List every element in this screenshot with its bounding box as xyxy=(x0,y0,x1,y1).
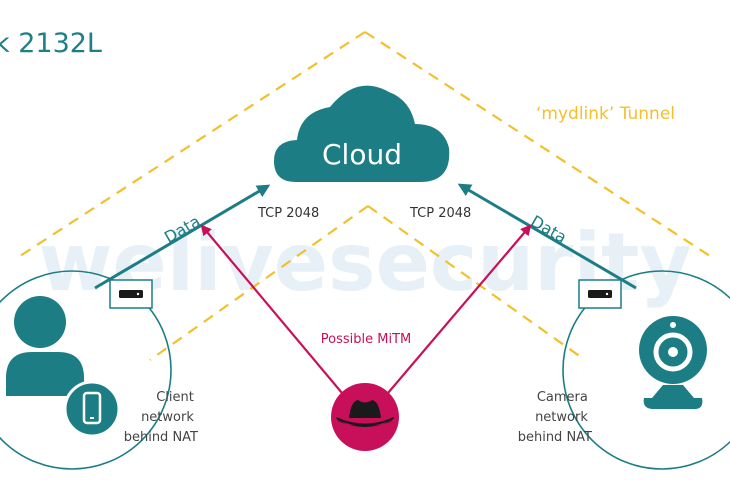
left-router xyxy=(109,279,153,309)
webcam-ring xyxy=(653,332,693,372)
right-data-arrow xyxy=(457,183,637,290)
user-body xyxy=(6,352,84,396)
client-network xyxy=(0,270,172,470)
camera-label-line: behind NAT xyxy=(518,430,592,445)
router-led xyxy=(136,292,140,296)
phone-icon xyxy=(82,391,102,425)
diagram-title: k 2132L xyxy=(0,28,102,59)
router-icon xyxy=(119,290,143,298)
camera-network-circle xyxy=(562,270,730,470)
user-icon xyxy=(6,296,84,396)
phone-badge xyxy=(63,380,121,438)
client-label-line: behind NAT xyxy=(124,430,198,445)
user-head xyxy=(14,296,66,348)
tunnel-outer-right xyxy=(364,31,711,257)
hacker xyxy=(331,383,399,451)
camera-network xyxy=(562,270,730,470)
camera-label-line: network xyxy=(535,410,588,425)
client-label-line: network xyxy=(141,410,194,425)
right-port-label: TCP 2048 xyxy=(409,206,471,221)
cloud-icon xyxy=(274,85,450,182)
client-network-circle xyxy=(0,270,172,470)
webcam-icon xyxy=(639,316,707,409)
left-router-box xyxy=(109,279,153,309)
left-data-arrow xyxy=(94,184,271,290)
router-icon xyxy=(588,290,612,298)
hacker-hat-icon xyxy=(337,400,393,427)
cloud: Cloud xyxy=(274,85,450,182)
tunnel-label: ‘mydlink’ Tunnel xyxy=(536,104,675,124)
client-network-label: Client network behind NAT xyxy=(124,390,198,445)
tunnel-inner-right xyxy=(367,205,586,361)
tunnel-inner-left xyxy=(149,205,369,361)
router-led xyxy=(605,292,609,296)
client-phone xyxy=(63,380,121,438)
left-port-label: TCP 2048 xyxy=(257,206,319,221)
webcam-lens xyxy=(668,347,678,357)
camera-label-line: Camera xyxy=(537,390,588,405)
right-router xyxy=(578,279,622,309)
camera-network-label: Camera network behind NAT xyxy=(518,390,592,445)
mitm-label: Possible MiTM xyxy=(321,332,411,347)
hacker-brim xyxy=(335,417,395,427)
mitm-right-arrow xyxy=(387,224,532,394)
mitm-left-arrow xyxy=(200,224,343,394)
cloud-label: Cloud xyxy=(322,138,402,171)
tunnel-outer-left xyxy=(19,31,366,257)
client-label-line: Client xyxy=(156,390,194,405)
webcam-dot xyxy=(670,322,676,328)
tunnel-lines xyxy=(19,31,711,361)
webcam-stand xyxy=(643,385,703,409)
